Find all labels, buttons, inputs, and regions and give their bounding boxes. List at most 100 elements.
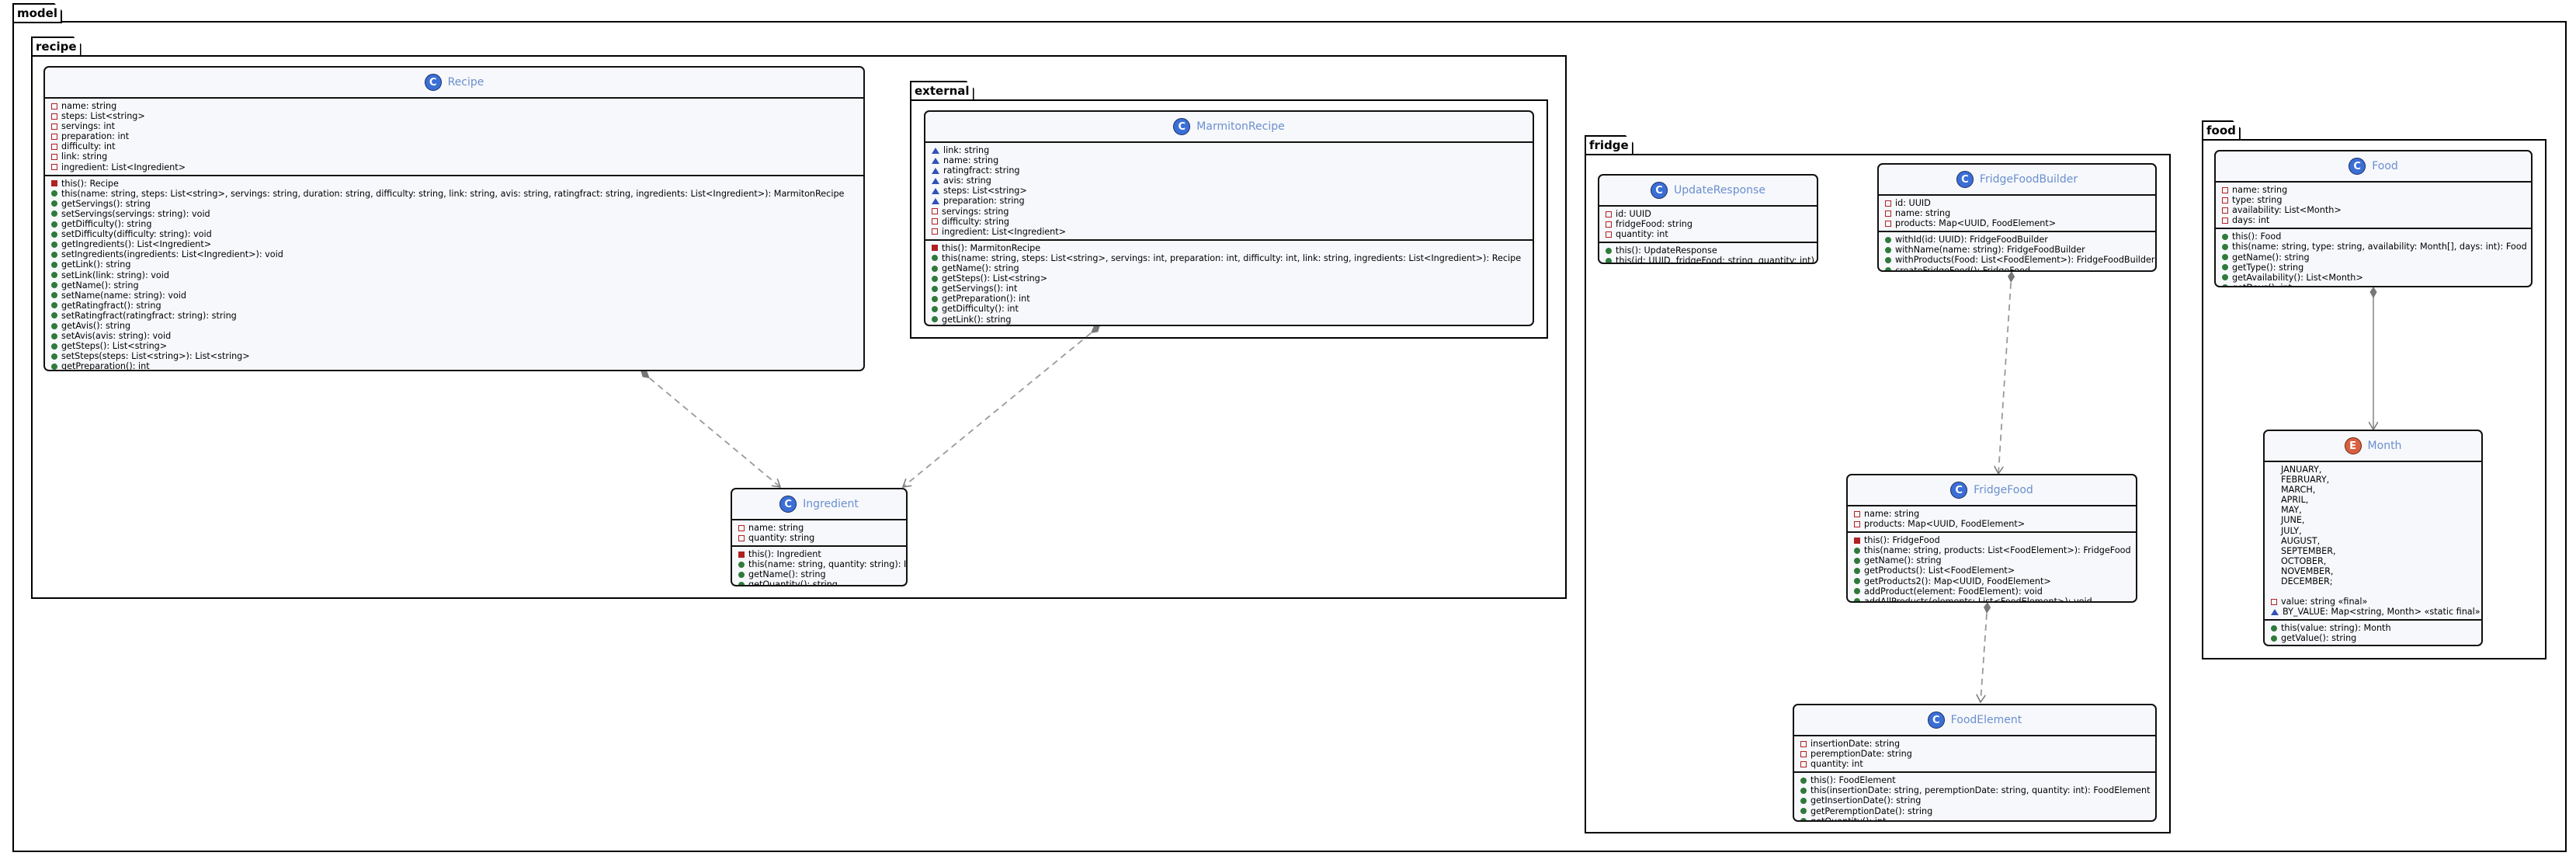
class-field: difficulty: string <box>932 217 1528 227</box>
public-visibility-icon <box>1800 818 1807 820</box>
class-name: Recipe <box>447 76 484 89</box>
private-visibility-icon <box>1800 760 1807 767</box>
class-method: this(name: string, steps: List<string>, … <box>932 253 1528 263</box>
link-recipe-ingredient <box>641 371 780 487</box>
class-field: BY_VALUE: Map<string, Month> «static fin… <box>2271 607 2481 617</box>
member-text: preparation: int <box>61 131 130 142</box>
package-visibility-icon <box>932 157 939 164</box>
class-method: this(): FoodElement <box>1800 775 2151 785</box>
member-text: getLink(): string <box>61 259 131 270</box>
public-visibility-icon <box>51 221 57 228</box>
class-field: MAY, <box>2271 505 2477 515</box>
public-visibility-icon <box>51 363 57 370</box>
member-text: setLink(link: string): void <box>61 270 169 280</box>
class-field: type: string <box>2222 195 2526 205</box>
member-text: setServings(servings: string): void <box>61 208 210 219</box>
class-method: this(name: string, steps: List<string>, … <box>51 189 859 199</box>
public-visibility-icon <box>1885 267 1891 270</box>
class-field: servings: int <box>51 121 859 131</box>
public-visibility-icon <box>1854 578 1860 585</box>
class-name: Month <box>2367 440 2402 452</box>
none-visibility-icon <box>2271 487 2277 493</box>
class-method: getName(): string <box>1854 555 2131 565</box>
package-visibility-icon <box>932 147 939 154</box>
class-badge-icon: C <box>1651 182 1668 199</box>
public-visibility-icon <box>51 332 57 339</box>
member-text: getDifficulty(): int <box>942 304 1019 315</box>
class-field: avis: string <box>932 176 1528 186</box>
link-marmiton-ingredient <box>903 325 1099 487</box>
member-text: getAvailability(): List<Month> <box>2232 272 2363 283</box>
private-visibility-icon <box>51 133 57 140</box>
none-visibility-icon <box>2271 538 2277 544</box>
none-visibility-icon <box>2271 568 2277 574</box>
member-text: setDifficulty(difficulty: string): void <box>61 229 212 240</box>
member-text: this(id: UUID, fridgeFood: string, quant… <box>1616 256 1814 264</box>
member-text: getLink(): string <box>942 314 1012 325</box>
private-visibility-icon <box>1854 520 1860 527</box>
member-text: link: string <box>61 151 108 162</box>
member-text: this(name: string, quantity: string): In… <box>748 559 907 570</box>
member-text: ratingfract: string <box>943 165 1020 176</box>
public-visibility-icon <box>932 285 938 292</box>
member-text: availability: List<Month> <box>2232 205 2342 216</box>
class-method: getLink(): string <box>51 259 859 270</box>
member-text: JUNE, <box>2281 515 2305 526</box>
public-visibility-icon <box>932 305 938 312</box>
private-visibility-icon <box>1800 740 1807 747</box>
member-text: ofValue: string): Month <box>2281 644 2380 645</box>
class-field: APRIL, <box>2271 495 2477 505</box>
class-field: quantity: int <box>1606 229 1812 239</box>
public-visibility-icon <box>51 251 57 258</box>
class-field: NOVEMBER, <box>2271 566 2477 576</box>
class-method: getSteps(): List<string> <box>51 341 859 351</box>
class-method: setRatingfract(ratingfract: string): str… <box>51 311 859 321</box>
class-method: addProduct(element: FoodElement): void <box>1854 586 2131 597</box>
member-text: servings: int <box>61 121 115 132</box>
none-visibility-icon <box>2271 548 2277 554</box>
class-field: steps: List<string> <box>932 186 1528 196</box>
package-visibility-icon <box>932 167 939 174</box>
member-text: this(): Recipe <box>61 178 119 189</box>
public-visibility-icon <box>1854 557 1860 564</box>
class-method: getValue(): string <box>2271 633 2477 643</box>
class-field: link: string <box>932 145 1528 155</box>
private-visibility-icon <box>932 218 938 225</box>
private-visibility-icon <box>51 113 57 120</box>
member-text: getProducts2(): Map<UUID, FoodElement> <box>1864 576 2051 586</box>
public-visibility-icon <box>51 200 57 207</box>
public-visibility-icon <box>2222 284 2228 286</box>
class-method: this(): UpdateResponse <box>1606 245 1812 256</box>
class-field: peremptionDate: string <box>1800 749 2151 759</box>
class-field: products: Map<UUID, FoodElement> <box>1885 218 2151 228</box>
member-text: preparation: string <box>943 196 1025 207</box>
member-text: difficulty: int <box>61 141 116 152</box>
class-field: difficulty: int <box>51 141 859 151</box>
member-text: getInsertionDate(): string <box>1810 795 1922 806</box>
fields-section: JANUARY,FEBRUARY,MARCH,APRIL,MAY,JUNE,JU… <box>2265 462 2481 621</box>
class-field: MARCH, <box>2271 485 2477 495</box>
member-text: withProducts(Food: List<FoodElement>): F… <box>1895 255 2155 266</box>
class-field: JUNE, <box>2271 515 2477 525</box>
class-method: getAvailability(): List<Month> <box>2222 273 2526 283</box>
class-method: this(): MarmitonRecipe <box>932 243 1528 253</box>
member-text: name: string <box>1895 208 1951 219</box>
member-text: DECEMBER; <box>2281 576 2333 587</box>
